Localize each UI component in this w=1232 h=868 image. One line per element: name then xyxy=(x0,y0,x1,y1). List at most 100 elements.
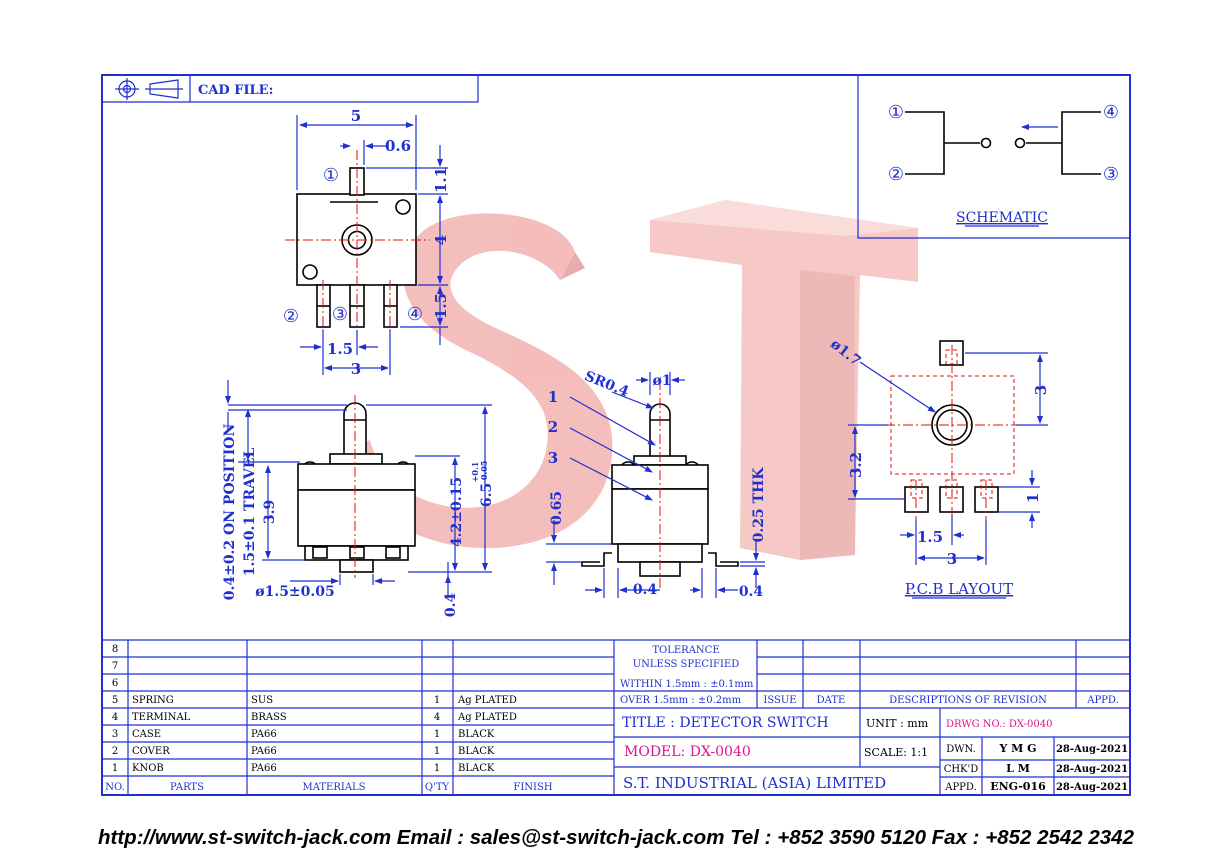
front-dim-39: 3.9 xyxy=(262,500,278,524)
tolerance-line-3: WITHIN 1.5mm : ±0.1mm xyxy=(620,679,754,690)
revision-date-label: DATE xyxy=(817,695,846,706)
bom-cell-finish: Ag PLATED xyxy=(457,712,517,723)
pcb-dim-h1: 1 xyxy=(1024,493,1042,503)
pcb-title: P.C.B LAYOUT xyxy=(905,580,1013,598)
schematic-pin-3: ③ xyxy=(1103,164,1119,185)
revision-desc-label: DESCRIPTIONS OF REVISION xyxy=(889,695,1047,706)
footer-contact: http://www.st-switch-jack.com Email : sa… xyxy=(98,826,1134,849)
front-view: 0.4±0.2 ON POSITION 1.5±0.1 TRAVEL 3.9 4… xyxy=(222,380,495,617)
side-callout-2: 2 xyxy=(548,418,558,436)
side-view: 1 2 3 SR0.4 ø1 0.65 0.25 THK 0.4 0.4 xyxy=(546,368,767,600)
bom-cell-finish: BLACK xyxy=(458,763,495,774)
bom-cell-qty: 1 xyxy=(434,763,440,774)
tolerance-block: TOLERANCE UNLESS SPECIFIED WITHIN 1.5mm … xyxy=(614,639,1130,709)
side-dim-w04a: 0.4 xyxy=(633,582,658,598)
top-dim-offset: 0.6 xyxy=(385,137,411,155)
tolerance-line-2: UNLESS SPECIFIED xyxy=(633,659,740,670)
revision-issue-label: ISSUE xyxy=(763,695,796,706)
model-text: MODEL: DX-0040 xyxy=(624,744,751,760)
cad-file-label: CAD FILE: xyxy=(198,83,273,98)
bom-cell-material: PA66 xyxy=(251,729,277,740)
chkd-value: L M xyxy=(1006,762,1030,775)
schematic-pin-1: ① xyxy=(888,102,904,123)
tolerance-line-4: OVER 1.5mm : ±0.2mm xyxy=(620,695,742,706)
bom-cell-no: 3 xyxy=(112,729,118,740)
side-dim-thk: 0.25 THK xyxy=(751,467,767,543)
bom-cell-part: TERMINAL xyxy=(132,712,191,723)
chkd-label: CHK'D xyxy=(944,764,979,775)
bom-cell-qty: 1 xyxy=(434,729,440,740)
top-dim-leg-h: 1.5 xyxy=(432,293,450,319)
tolerance-line-1: TOLERANCE xyxy=(652,645,719,656)
pcb-dim-h32: 3.2 xyxy=(847,452,865,478)
bom-cell-no: 6 xyxy=(112,678,118,689)
schematic-title: SCHEMATIC xyxy=(956,210,1048,226)
bom-cell-part: COVER xyxy=(132,746,170,757)
appd-date: 28-Aug-2021 xyxy=(1056,782,1128,793)
title-block: TITLE : DETECTOR SWITCH UNIT : mm DRWG N… xyxy=(614,708,1130,795)
appd-value: ENG-016 xyxy=(990,780,1046,793)
front-dim-bottom: 0.4 xyxy=(443,593,459,618)
side-dim-065: 0.65 xyxy=(549,491,565,525)
bom-cell-finish: BLACK xyxy=(458,729,495,740)
bom-cell-no: 7 xyxy=(112,661,118,672)
chkd-date: 28-Aug-2021 xyxy=(1056,764,1128,775)
front-dim-65-tol-up: +0.1 xyxy=(470,462,480,483)
top-dim-pitch: 1.5 xyxy=(327,340,353,358)
pcb-dim-h3: 3 xyxy=(1032,385,1050,395)
bom-cell-qty: 1 xyxy=(434,746,440,757)
bom-header-qty: Q'TY xyxy=(425,782,450,793)
pcb-dim-pitch: 1.5 xyxy=(917,528,943,546)
top-pin-3: ③ xyxy=(332,304,348,325)
bom-cell-no: 2 xyxy=(112,746,118,757)
pcb-layout: ø1.7 3 3.2 1 1.5 3 P.C.B LAYOUT xyxy=(827,336,1050,599)
bom-cell-material: PA66 xyxy=(251,746,277,757)
top-dim-span: 3 xyxy=(351,360,361,378)
bom-cell-qty: 1 xyxy=(434,695,440,706)
schematic-panel: ① ② ③ ④ SCHEMATIC xyxy=(857,75,1130,239)
dwn-date: 28-Aug-2021 xyxy=(1056,744,1128,755)
bom-header-no: NO. xyxy=(105,782,125,793)
bom-cell-finish: Ag PLATED xyxy=(457,695,517,706)
top-dim-body-h: 4 xyxy=(432,235,450,245)
scale-text: SCALE: 1:1 xyxy=(864,746,928,759)
dwn-value: Y M G xyxy=(998,742,1036,755)
bom-cell-no: 8 xyxy=(112,644,118,655)
bom-cell-no: 4 xyxy=(112,712,118,723)
side-dim-w04b: 0.4 xyxy=(739,584,764,600)
pcb-dim-span: 3 xyxy=(947,550,957,568)
cad-file-box: CAD FILE: xyxy=(102,75,479,103)
top-pin-1: ① xyxy=(323,165,339,186)
front-dim-65: 6.5 xyxy=(479,483,495,507)
top-view: 5 0.6 1.1 4 1.5 1.5 3 ① ② ③ ④ xyxy=(283,107,450,378)
appd-label: APPD. xyxy=(944,782,977,793)
top-pin-2: ② xyxy=(283,306,299,327)
top-dim-width: 5 xyxy=(351,107,361,125)
side-dim-dia: ø1 xyxy=(652,373,671,389)
st-watermark xyxy=(345,200,918,560)
front-dim-65-tol-dn: -0.05 xyxy=(479,461,489,484)
top-dim-pin-ext: 1.1 xyxy=(432,167,450,193)
sheet-border xyxy=(101,74,1131,796)
bom-cell-part: CASE xyxy=(132,729,161,740)
bom-cell-no: 5 xyxy=(112,695,118,706)
front-dim-travel: 1.5±0.1 TRAVEL xyxy=(242,448,258,577)
bom-cell-material: PA66 xyxy=(251,763,277,774)
watermark-s-letter xyxy=(345,213,613,549)
side-callout-1: 1 xyxy=(548,388,558,406)
bom-cell-material: SUS xyxy=(251,695,273,706)
front-dim-dia: ø1.5±0.05 xyxy=(255,584,335,600)
bom-header-finish: FINISH xyxy=(513,782,552,793)
bom-header-parts: PARTS xyxy=(170,782,204,793)
unit-text: UNIT : mm xyxy=(866,717,929,730)
bom-cell-part: SPRING xyxy=(132,695,174,706)
title-text: TITLE : DETECTOR SWITCH xyxy=(622,715,829,731)
side-callout-3: 3 xyxy=(548,449,558,467)
bom-cell-qty: 4 xyxy=(434,712,440,723)
dwn-label: DWN. xyxy=(946,744,976,755)
top-pin-4: ④ xyxy=(407,304,423,325)
company-name: S.T. INDUSTRIAL (ASIA) LIMITED xyxy=(623,774,886,792)
